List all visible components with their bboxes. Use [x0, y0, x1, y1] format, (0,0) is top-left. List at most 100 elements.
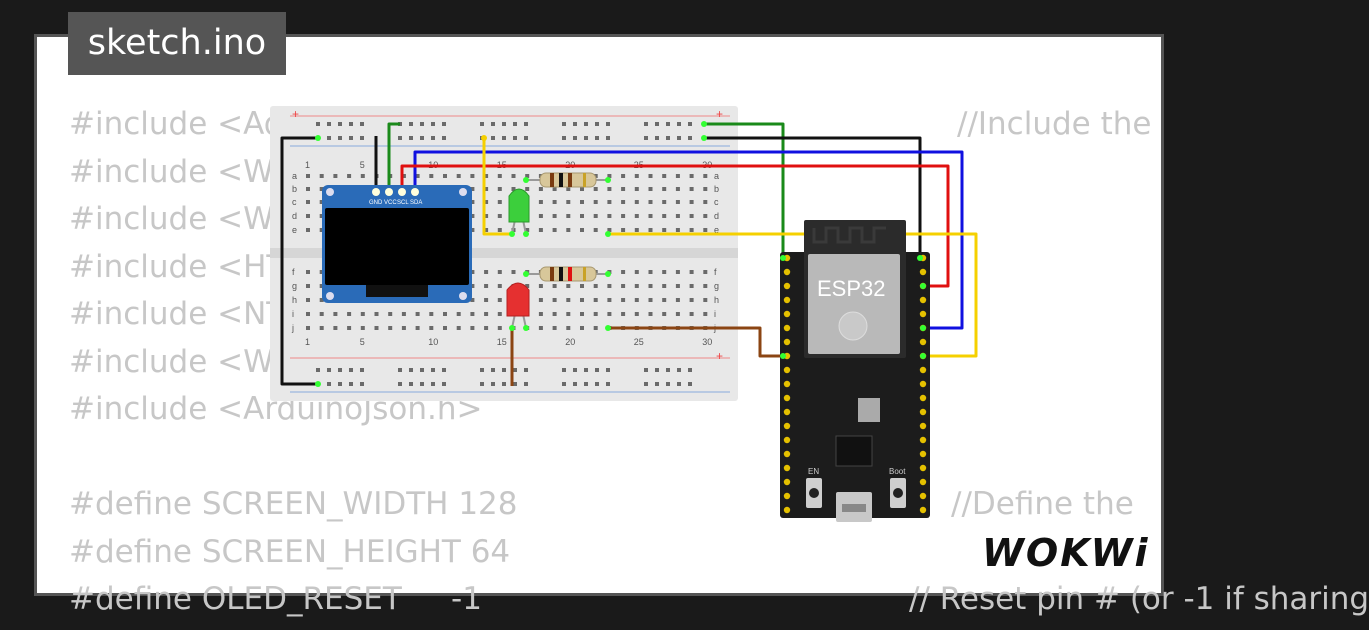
- oled-pin[interactable]: [411, 188, 419, 196]
- breadboard-hole[interactable]: [511, 270, 516, 274]
- breadboard-hole[interactable]: [360, 174, 365, 178]
- esp32-pin[interactable]: [919, 310, 927, 318]
- esp32-pin[interactable]: [919, 492, 927, 500]
- breadboard-hole[interactable]: [319, 174, 324, 178]
- rail-hole[interactable]: [502, 136, 506, 140]
- rail-hole[interactable]: [513, 382, 517, 386]
- breadboard-hole[interactable]: [374, 312, 379, 316]
- breadboard-hole[interactable]: [607, 312, 612, 316]
- breadboard-hole[interactable]: [401, 326, 406, 330]
- breadboard-hole[interactable]: [347, 312, 352, 316]
- breadboard-hole[interactable]: [484, 228, 489, 232]
- breadboard-hole[interactable]: [662, 312, 667, 316]
- rail-hole[interactable]: [491, 382, 495, 386]
- breadboard-hole[interactable]: [319, 298, 324, 302]
- breadboard-hole[interactable]: [538, 284, 543, 288]
- breadboard-hole[interactable]: [360, 326, 365, 330]
- rail-hole[interactable]: [513, 368, 517, 372]
- rail-hole[interactable]: [442, 382, 446, 386]
- breadboard-hole[interactable]: [388, 326, 393, 330]
- rail-hole[interactable]: [562, 382, 566, 386]
- rail-hole[interactable]: [688, 368, 692, 372]
- breadboard-hole[interactable]: [566, 228, 571, 232]
- breadboard-hole[interactable]: [497, 326, 502, 330]
- esp32-board[interactable]: ESP32 Boot EN: [780, 220, 930, 522]
- breadboard-hole[interactable]: [675, 284, 680, 288]
- breadboard-hole[interactable]: [675, 174, 680, 178]
- esp32-pin[interactable]: [783, 268, 791, 276]
- breadboard-hole[interactable]: [648, 298, 653, 302]
- breadboard-hole[interactable]: [662, 187, 667, 191]
- rail-hole[interactable]: [398, 382, 402, 386]
- breadboard-hole[interactable]: [703, 284, 708, 288]
- breadboard-hole[interactable]: [319, 228, 324, 232]
- rail-hole[interactable]: [409, 136, 413, 140]
- breadboard-hole[interactable]: [607, 284, 612, 288]
- rail-hole[interactable]: [644, 122, 648, 126]
- rail-hole[interactable]: [666, 136, 670, 140]
- breadboard-hole[interactable]: [621, 270, 626, 274]
- breadboard-hole[interactable]: [319, 312, 324, 316]
- rail-hole[interactable]: [573, 122, 577, 126]
- breadboard-hole[interactable]: [319, 200, 324, 204]
- breadboard-hole[interactable]: [675, 187, 680, 191]
- breadboard-hole[interactable]: [580, 298, 584, 302]
- breadboard-hole[interactable]: [497, 174, 502, 178]
- esp32-pin[interactable]: [919, 506, 927, 514]
- rail-hole[interactable]: [491, 368, 495, 372]
- breadboard-hole[interactable]: [319, 284, 324, 288]
- esp32-pin[interactable]: [783, 478, 791, 486]
- wire-brown-esp[interactable]: [608, 326, 783, 358]
- rail-hole[interactable]: [338, 122, 342, 126]
- breadboard-hole[interactable]: [470, 284, 475, 288]
- breadboard-hole[interactable]: [456, 326, 461, 330]
- breadboard-hole[interactable]: [662, 174, 667, 178]
- breadboard-hole[interactable]: [552, 214, 557, 218]
- rail-hole[interactable]: [442, 368, 446, 372]
- esp32-pin[interactable]: [783, 282, 791, 290]
- resistor-top[interactable]: [523, 172, 611, 188]
- esp32-pin[interactable]: [783, 464, 791, 472]
- rail-hole[interactable]: [431, 122, 435, 126]
- breadboard-hole[interactable]: [607, 214, 612, 218]
- rail-hole[interactable]: [480, 382, 484, 386]
- rail-hole[interactable]: [524, 368, 528, 372]
- breadboard-hole[interactable]: [552, 326, 557, 330]
- breadboard-hole[interactable]: [634, 200, 639, 204]
- rail-hole[interactable]: [480, 368, 484, 372]
- breadboard-hole[interactable]: [634, 270, 639, 274]
- breadboard-hole[interactable]: [621, 214, 626, 218]
- rail-hole[interactable]: [327, 122, 331, 126]
- breadboard-hole[interactable]: [484, 284, 489, 288]
- resistor-bottom[interactable]: [523, 266, 611, 282]
- breadboard-hole[interactable]: [484, 174, 489, 178]
- rail-hole[interactable]: [398, 368, 402, 372]
- breadboard-hole[interactable]: [497, 270, 502, 274]
- breadboard-hole[interactable]: [525, 174, 530, 178]
- red-led[interactable]: [506, 282, 530, 331]
- breadboard-hole[interactable]: [634, 214, 639, 218]
- esp32-pin[interactable]: [919, 408, 927, 416]
- breadboard-hole[interactable]: [333, 174, 338, 178]
- wire-blue[interactable]: [413, 150, 964, 330]
- breadboard-hole[interactable]: [484, 187, 489, 191]
- breadboard-hole[interactable]: [703, 270, 708, 274]
- breadboard-hole[interactable]: [689, 284, 694, 288]
- breadboard-hole[interactable]: [566, 214, 571, 218]
- breadboard-hole[interactable]: [497, 228, 502, 232]
- rail-hole[interactable]: [606, 368, 610, 372]
- rail-hole[interactable]: [491, 122, 495, 126]
- esp32-pin[interactable]: [919, 338, 927, 346]
- breadboard-hole[interactable]: [607, 187, 612, 191]
- breadboard-hole[interactable]: [319, 270, 324, 274]
- esp32-pin[interactable]: [919, 464, 927, 472]
- esp32-pin[interactable]: [919, 478, 927, 486]
- rail-hole[interactable]: [360, 368, 364, 372]
- rail-hole[interactable]: [491, 136, 495, 140]
- rail-hole[interactable]: [316, 368, 320, 372]
- breadboard-hole[interactable]: [648, 312, 653, 316]
- rail-hole[interactable]: [398, 136, 402, 140]
- breadboard-hole[interactable]: [552, 298, 557, 302]
- rail-hole[interactable]: [584, 368, 588, 372]
- breadboard-hole[interactable]: [306, 174, 310, 178]
